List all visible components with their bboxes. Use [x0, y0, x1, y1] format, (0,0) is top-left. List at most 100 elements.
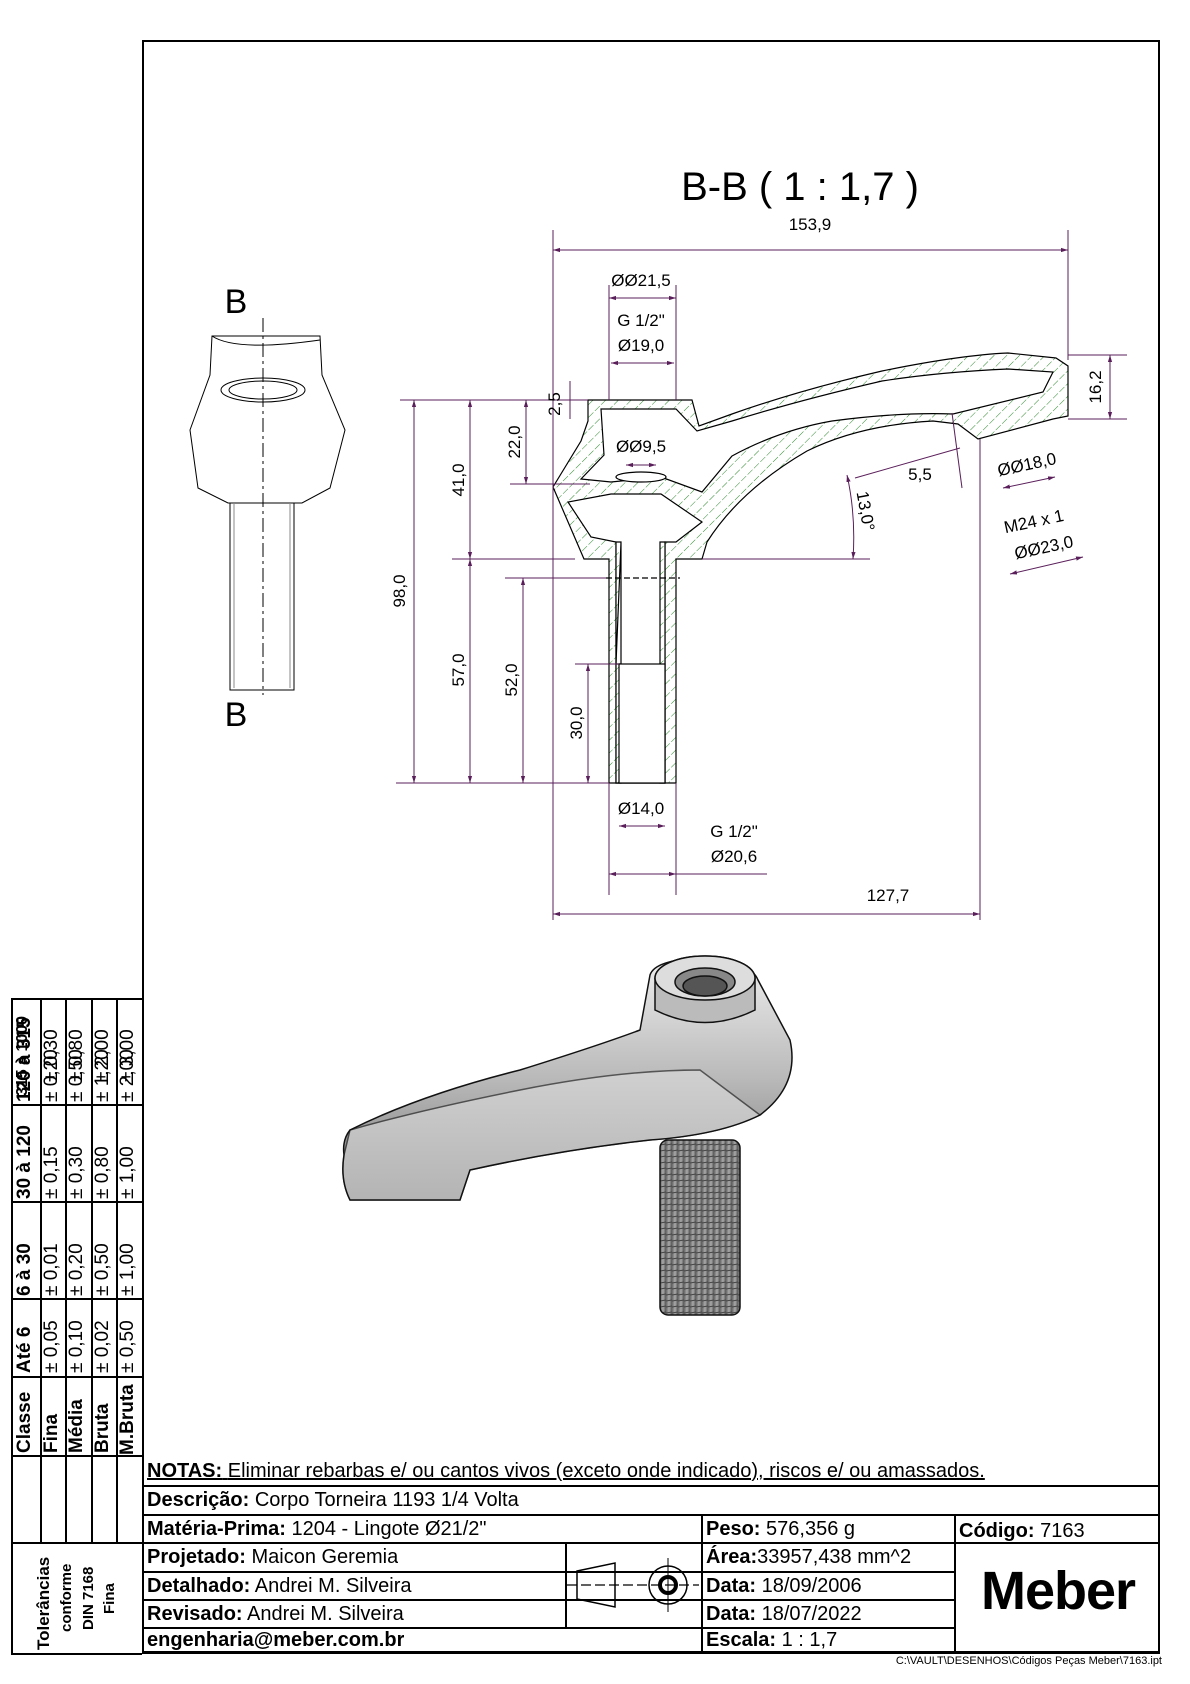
file-path: C:\VAULT\DESENHOS\Códigos Peças Meber\71…: [895, 1655, 1162, 1667]
detalhado-label: Detalhado:: [147, 1575, 251, 1597]
dim-18-0: ØØ18,0: [996, 449, 1058, 480]
codigo: Código: 7163: [956, 1518, 1085, 1544]
dim-153-9: 153,9: [789, 215, 832, 234]
dim-52-0: 52,0: [502, 663, 521, 696]
descricao-label: Descrição:: [147, 1489, 250, 1511]
tol-value: ± 3,00: [117, 1029, 138, 1082]
materia-value: 1204 - Lingote Ø21/2": [291, 1518, 487, 1540]
first-angle-projection-icon: [567, 1558, 699, 1612]
classe-fina: Fina: [41, 1413, 62, 1453]
tol-value: ± 1,00: [117, 1243, 138, 1296]
tol-value: ± 2,00: [92, 1029, 113, 1082]
escala: Escala: 1 : 1,7: [703, 1627, 837, 1653]
data-criacao: Data: 18/09/2006: [703, 1573, 862, 1599]
dim-g12-bottom: G 1/2": [710, 822, 758, 841]
tol-note-2: conforme: [58, 1563, 75, 1632]
email-value: engenharia@meber.com.br: [147, 1629, 405, 1651]
revisado-label: Revisado:: [147, 1603, 243, 1625]
peso: Peso: 576,356 g: [703, 1516, 855, 1542]
tol-value: ± 0,15: [41, 1146, 62, 1199]
area: Área:33957,438 mm^2: [703, 1544, 911, 1570]
data1-value: 18/09/2006: [761, 1575, 862, 1597]
descricao: Descrição: Corpo Torneira 1193 1/4 Volta: [144, 1487, 519, 1513]
data-revisao: Data: 18/07/2022: [703, 1601, 862, 1627]
section-marker-top: B: [225, 283, 248, 321]
projetado: Projetado: Maicon Geremia: [144, 1544, 398, 1570]
escala-label: Escala:: [706, 1629, 777, 1651]
peso-value: 576,356 g: [766, 1518, 856, 1540]
notes: NOTAS: Eliminar rebarbas e/ ou cantos vi…: [144, 1458, 985, 1484]
notes-text: Eliminar rebarbas e/ ou cantos vivos (ex…: [227, 1460, 985, 1482]
codigo-value: 7163: [1040, 1520, 1085, 1542]
tol-value: ± 0,30: [41, 1029, 62, 1082]
detalhado: Detalhado: Andrei M. Silveira: [144, 1573, 412, 1599]
range-0: Até 6: [14, 1326, 35, 1373]
notes-label: NOTAS:: [147, 1460, 223, 1482]
tol-value: ± 0,02: [92, 1320, 113, 1373]
tol-value: ± 1,00: [117, 1146, 138, 1199]
dim-57-0: 57,0: [449, 653, 468, 686]
dim-16-2: 16,2: [1086, 370, 1105, 403]
classe-bruta: Bruta: [92, 1403, 113, 1453]
meber-logo: Meber: [980, 1561, 1136, 1621]
data1-label: Data:: [706, 1575, 757, 1597]
dimension-labels: 153,9 ØØ21,5 G 1/2" Ø19,0 2,5 22,0 41,0 …: [390, 215, 1105, 905]
materia-label: Matéria-Prima:: [147, 1518, 286, 1540]
dim-2-5: 2,5: [545, 392, 564, 416]
tol-note-1: Tolerâncias: [34, 1556, 53, 1650]
dim-98-0: 98,0: [390, 574, 409, 607]
tol-value: ± 0,05: [41, 1320, 62, 1373]
peso-label: Peso:: [706, 1518, 761, 1540]
escala-value: 1 : 1,7: [781, 1629, 838, 1651]
dim-5-5: 5,5: [908, 465, 932, 484]
data2-value: 18/07/2022: [761, 1603, 862, 1625]
dim-g12-top: G 1/2": [617, 311, 665, 330]
dim-41-0: 41,0: [449, 463, 468, 496]
tol-note-3: DIN 7168: [80, 1566, 97, 1630]
tol-value: ± 0,50: [117, 1320, 138, 1373]
dim-23-0: ØØ23,0: [1013, 532, 1075, 563]
data2-label: Data:: [706, 1603, 757, 1625]
dim-14-0: Ø14,0: [618, 799, 664, 818]
dim-30-0: 30,0: [567, 706, 586, 739]
dim-20-6: Ø20,6: [711, 847, 757, 866]
descricao-value: Corpo Torneira 1193 1/4 Volta: [254, 1489, 519, 1511]
revisado: Revisado: Andrei M. Silveira: [144, 1601, 404, 1627]
tol-value: ± 0,30: [66, 1146, 87, 1199]
dim-127-7: 127,7: [867, 886, 910, 905]
tol-value: ± 0,20: [66, 1243, 87, 1296]
dim-m24: M24 x 1: [1002, 506, 1065, 537]
range-1: 6 à 30: [14, 1243, 35, 1296]
revisado-value: Andrei M. Silveira: [247, 1603, 404, 1625]
section-title: B-B ( 1 : 1,7 ): [681, 165, 919, 209]
dim-19-0: Ø19,0: [618, 336, 664, 355]
tol-value: ± 0,10: [66, 1320, 87, 1373]
section-marker-bottom: B: [225, 696, 248, 734]
classe-mbruta: M.Bruta: [117, 1384, 138, 1455]
dim-9-5: ØØ9,5: [616, 437, 666, 456]
tol-value: ± 0,50: [92, 1243, 113, 1296]
tol-value: ± 0,80: [66, 1029, 87, 1082]
classe-media: Média: [66, 1399, 87, 1453]
area-value: 33957,438 mm^2: [757, 1546, 912, 1568]
tol-value: ± 0,80: [92, 1146, 113, 1199]
dimension-lines: [396, 230, 1127, 920]
tol-note-4: Fina: [101, 1583, 118, 1614]
classe-header: Classe: [14, 1391, 35, 1453]
materia-prima: Matéria-Prima: 1204 - Lingote Ø21/2": [144, 1516, 487, 1542]
dim-22-0: 22,0: [505, 425, 524, 458]
projetado-value: Maicon Geremia: [251, 1546, 399, 1568]
range-2: 30 à 120: [14, 1125, 35, 1199]
projetado-label: Projetado:: [147, 1546, 246, 1568]
side-view: [189, 318, 346, 695]
part-3d-render: [342, 955, 793, 1316]
range-4: 315 à 1000: [14, 1015, 31, 1096]
detalhado-value: Andrei M. Silveira: [254, 1575, 412, 1597]
dim-21-5: ØØ21,5: [611, 271, 671, 290]
area-label: Área:: [706, 1546, 758, 1568]
drawing-frame: [142, 40, 1160, 1653]
section-profile: [552, 352, 1069, 784]
dim-angle-13: 13,0°: [853, 490, 879, 533]
